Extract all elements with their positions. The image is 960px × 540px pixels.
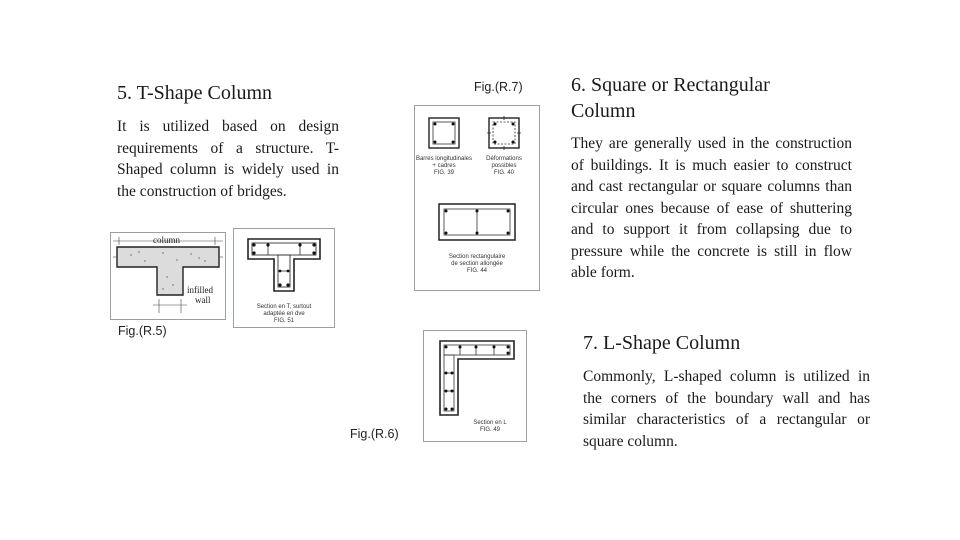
t-section-fig-number: FIG. 51 (274, 318, 295, 324)
fig39-label-2: + cadres (432, 163, 455, 169)
fig44-label-2: de section allongée (451, 261, 503, 267)
l-shape-heading: 7. L-Shape Column (583, 332, 741, 354)
infilled-label: infilled (187, 285, 213, 295)
l-section-fig-number: FIG. 49 (480, 427, 501, 433)
fig-r6-caption: Fig.(R.6) (350, 427, 399, 441)
t-section-label-1: Section en T, surtout (257, 304, 312, 310)
t-column-wall-figure: column infilled wall (110, 232, 226, 320)
t-shape-heading: 5. T-Shape Column (117, 82, 273, 104)
square-heading-line1: 6. Square or Rectangular (571, 74, 770, 96)
t-shape-body: It is utilized based on design requireme… (117, 118, 339, 200)
wall-label: wall (195, 295, 211, 305)
t-column-wall-drawing: column infilled wall (113, 235, 223, 313)
l-section-drawing: Section en L FIG. 49 (439, 340, 515, 433)
rectangular-sections-figure: Barres longitudinales + cadres FIG. 39 D… (414, 105, 540, 291)
l-shape-body: Commonly, L-shaped column is utilized in… (583, 368, 870, 450)
t-section-drawing: Section en T, surtout adaptée en dve FIG… (247, 238, 321, 324)
column-label: column (153, 235, 180, 245)
fig40-label-1: Déformations (486, 156, 522, 162)
fig40-label-2: possibles (491, 163, 516, 169)
fig39-label-1: Barres longitudinales (416, 156, 472, 162)
fig44-label-1: Section rectangulaire (449, 254, 506, 260)
l-section-label: Section en L (473, 420, 507, 426)
t-section-figure: Section en T, surtout adaptée en dve FIG… (233, 228, 335, 328)
t-section-label-2: adaptée en dve (263, 311, 305, 317)
l-section-figure: Section en L FIG. 49 (423, 330, 527, 442)
fig40-number: FIG. 40 (494, 170, 515, 176)
rectangular-sections-drawing: Barres longitudinales + cadres FIG. 39 D… (416, 116, 522, 274)
square-body: They are generally used in the construct… (571, 135, 852, 281)
fig-r5-caption: Fig.(R.5) (118, 324, 167, 338)
fig-r7-caption: Fig.(R.7) (474, 80, 523, 94)
fig44-number: FIG. 44 (467, 268, 488, 274)
fig39-number: FIG. 39 (434, 170, 455, 176)
square-heading-line2: Column (571, 100, 636, 122)
